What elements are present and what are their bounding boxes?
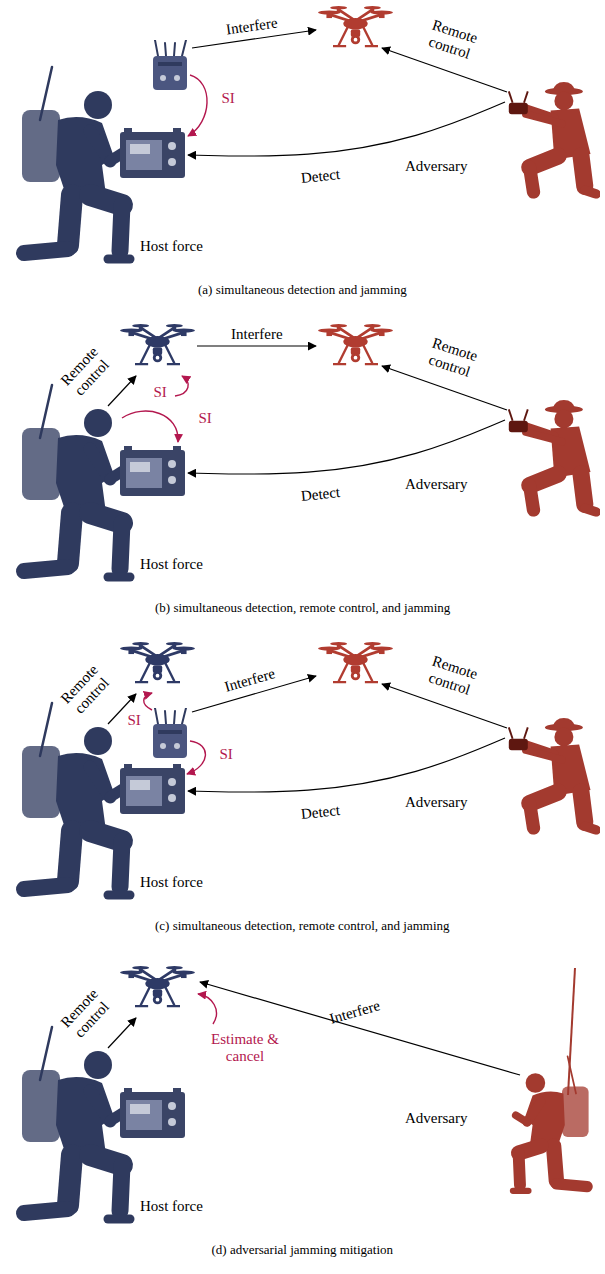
- signal-label: Interfere: [223, 665, 277, 696]
- si-label: SI: [220, 746, 233, 763]
- signal-label: Remote control: [417, 650, 487, 702]
- cancel-arrow: [198, 994, 216, 1024]
- subfigure-caption: (c) simultaneous detection, remote contr…: [155, 919, 450, 934]
- control-arrow: [382, 48, 507, 92]
- subfigure-caption: (b) simultaneous detection, remote contr…: [155, 601, 450, 616]
- detector-box: [120, 128, 185, 178]
- si-label: SI: [199, 410, 212, 427]
- si-label: SI: [128, 712, 141, 729]
- detector-box: [120, 1088, 185, 1138]
- host-soldier: [22, 703, 130, 895]
- signal-label: Detect: [300, 484, 341, 505]
- detect-arrow: [188, 420, 505, 474]
- interfere-arrow: [192, 676, 316, 712]
- host-soldier: [22, 385, 130, 577]
- host-drone: [120, 324, 195, 364]
- figure-label: Adversary: [405, 158, 467, 175]
- host-force-figure: Host force: [10, 1020, 188, 1225]
- host-drone: [120, 966, 195, 1006]
- panel-c-art: [22, 642, 596, 895]
- figure-label: Host force: [140, 238, 203, 255]
- subfigure-caption: (a) simultaneous detection and jamming: [198, 283, 407, 298]
- signal-label: Detect: [300, 166, 341, 187]
- si-label: SI: [222, 90, 235, 107]
- interfere-arrow: [192, 30, 316, 48]
- figure-label: Adversary: [405, 476, 467, 493]
- host-soldier: [22, 67, 130, 259]
- cancel-label: Estimate & cancel: [205, 1031, 285, 1066]
- si-arrow: [188, 75, 207, 136]
- figure-label: Host force: [140, 556, 203, 573]
- host-force-figure: Host force: [10, 696, 188, 901]
- signal-label: Remote control: [52, 979, 120, 1048]
- host-drone: [120, 642, 195, 682]
- adversary-figure: Adversary: [505, 716, 600, 836]
- signal-label: Remote control: [52, 655, 120, 724]
- si-arrow: [144, 693, 152, 710]
- control-arrow: [108, 1018, 136, 1048]
- figure-label: Host force: [140, 1198, 203, 1215]
- detector-box: [120, 764, 185, 814]
- host-soldier: [22, 1027, 130, 1219]
- adversary-drone: [318, 324, 393, 364]
- panel-a-art: [22, 6, 596, 259]
- si-arrow: [187, 741, 205, 774]
- panel-b-art: [22, 324, 596, 577]
- panel-d-art: [22, 966, 589, 1219]
- adversary-operator: [509, 400, 596, 512]
- adversary-figure: Adversary: [505, 398, 600, 518]
- si-label: SI: [154, 384, 167, 401]
- interfere-arrow: [200, 982, 520, 1075]
- adversary-drone: [318, 642, 393, 682]
- control-arrow: [382, 366, 507, 410]
- figure-label: Host force: [140, 874, 203, 891]
- detector-box: [120, 446, 185, 496]
- control-arrow: [108, 376, 136, 406]
- jammer-backpack: [153, 708, 187, 758]
- adversary-operator: [509, 82, 596, 194]
- adversary-drone: [318, 6, 393, 46]
- adversary-figure: Adversary: [505, 80, 600, 200]
- figure-label: Adversary: [405, 794, 467, 811]
- signal-label: Remote control: [417, 332, 487, 384]
- adversary-operator: [509, 718, 596, 830]
- jammer-backpack: [153, 40, 187, 90]
- si-arrow: [175, 376, 188, 396]
- subfigure-caption: (d) adversarial jamming mitigation: [212, 1243, 394, 1258]
- signal-label: Interfere: [225, 14, 279, 38]
- si-arrow: [122, 411, 178, 442]
- control-arrow: [108, 694, 136, 724]
- signal-label: Interfere: [328, 997, 382, 1028]
- adversary-jammer-soldier: [513, 1056, 589, 1190]
- adversary-figure: Adversary: [475, 965, 597, 1195]
- host-force-figure: Host force: [10, 60, 188, 265]
- signal-label: Remote control: [417, 14, 487, 66]
- signal-label: Detect: [300, 802, 341, 823]
- control-arrow: [382, 684, 507, 728]
- interfere-arrow: [197, 345, 316, 346]
- detect-arrow: [188, 102, 505, 156]
- detect-arrow: [188, 738, 505, 792]
- figure-label: Adversary: [405, 1110, 467, 1127]
- signal-label: Remote control: [52, 337, 120, 406]
- signal-label: Interfere: [231, 326, 283, 343]
- host-force-figure: Host force: [10, 378, 188, 583]
